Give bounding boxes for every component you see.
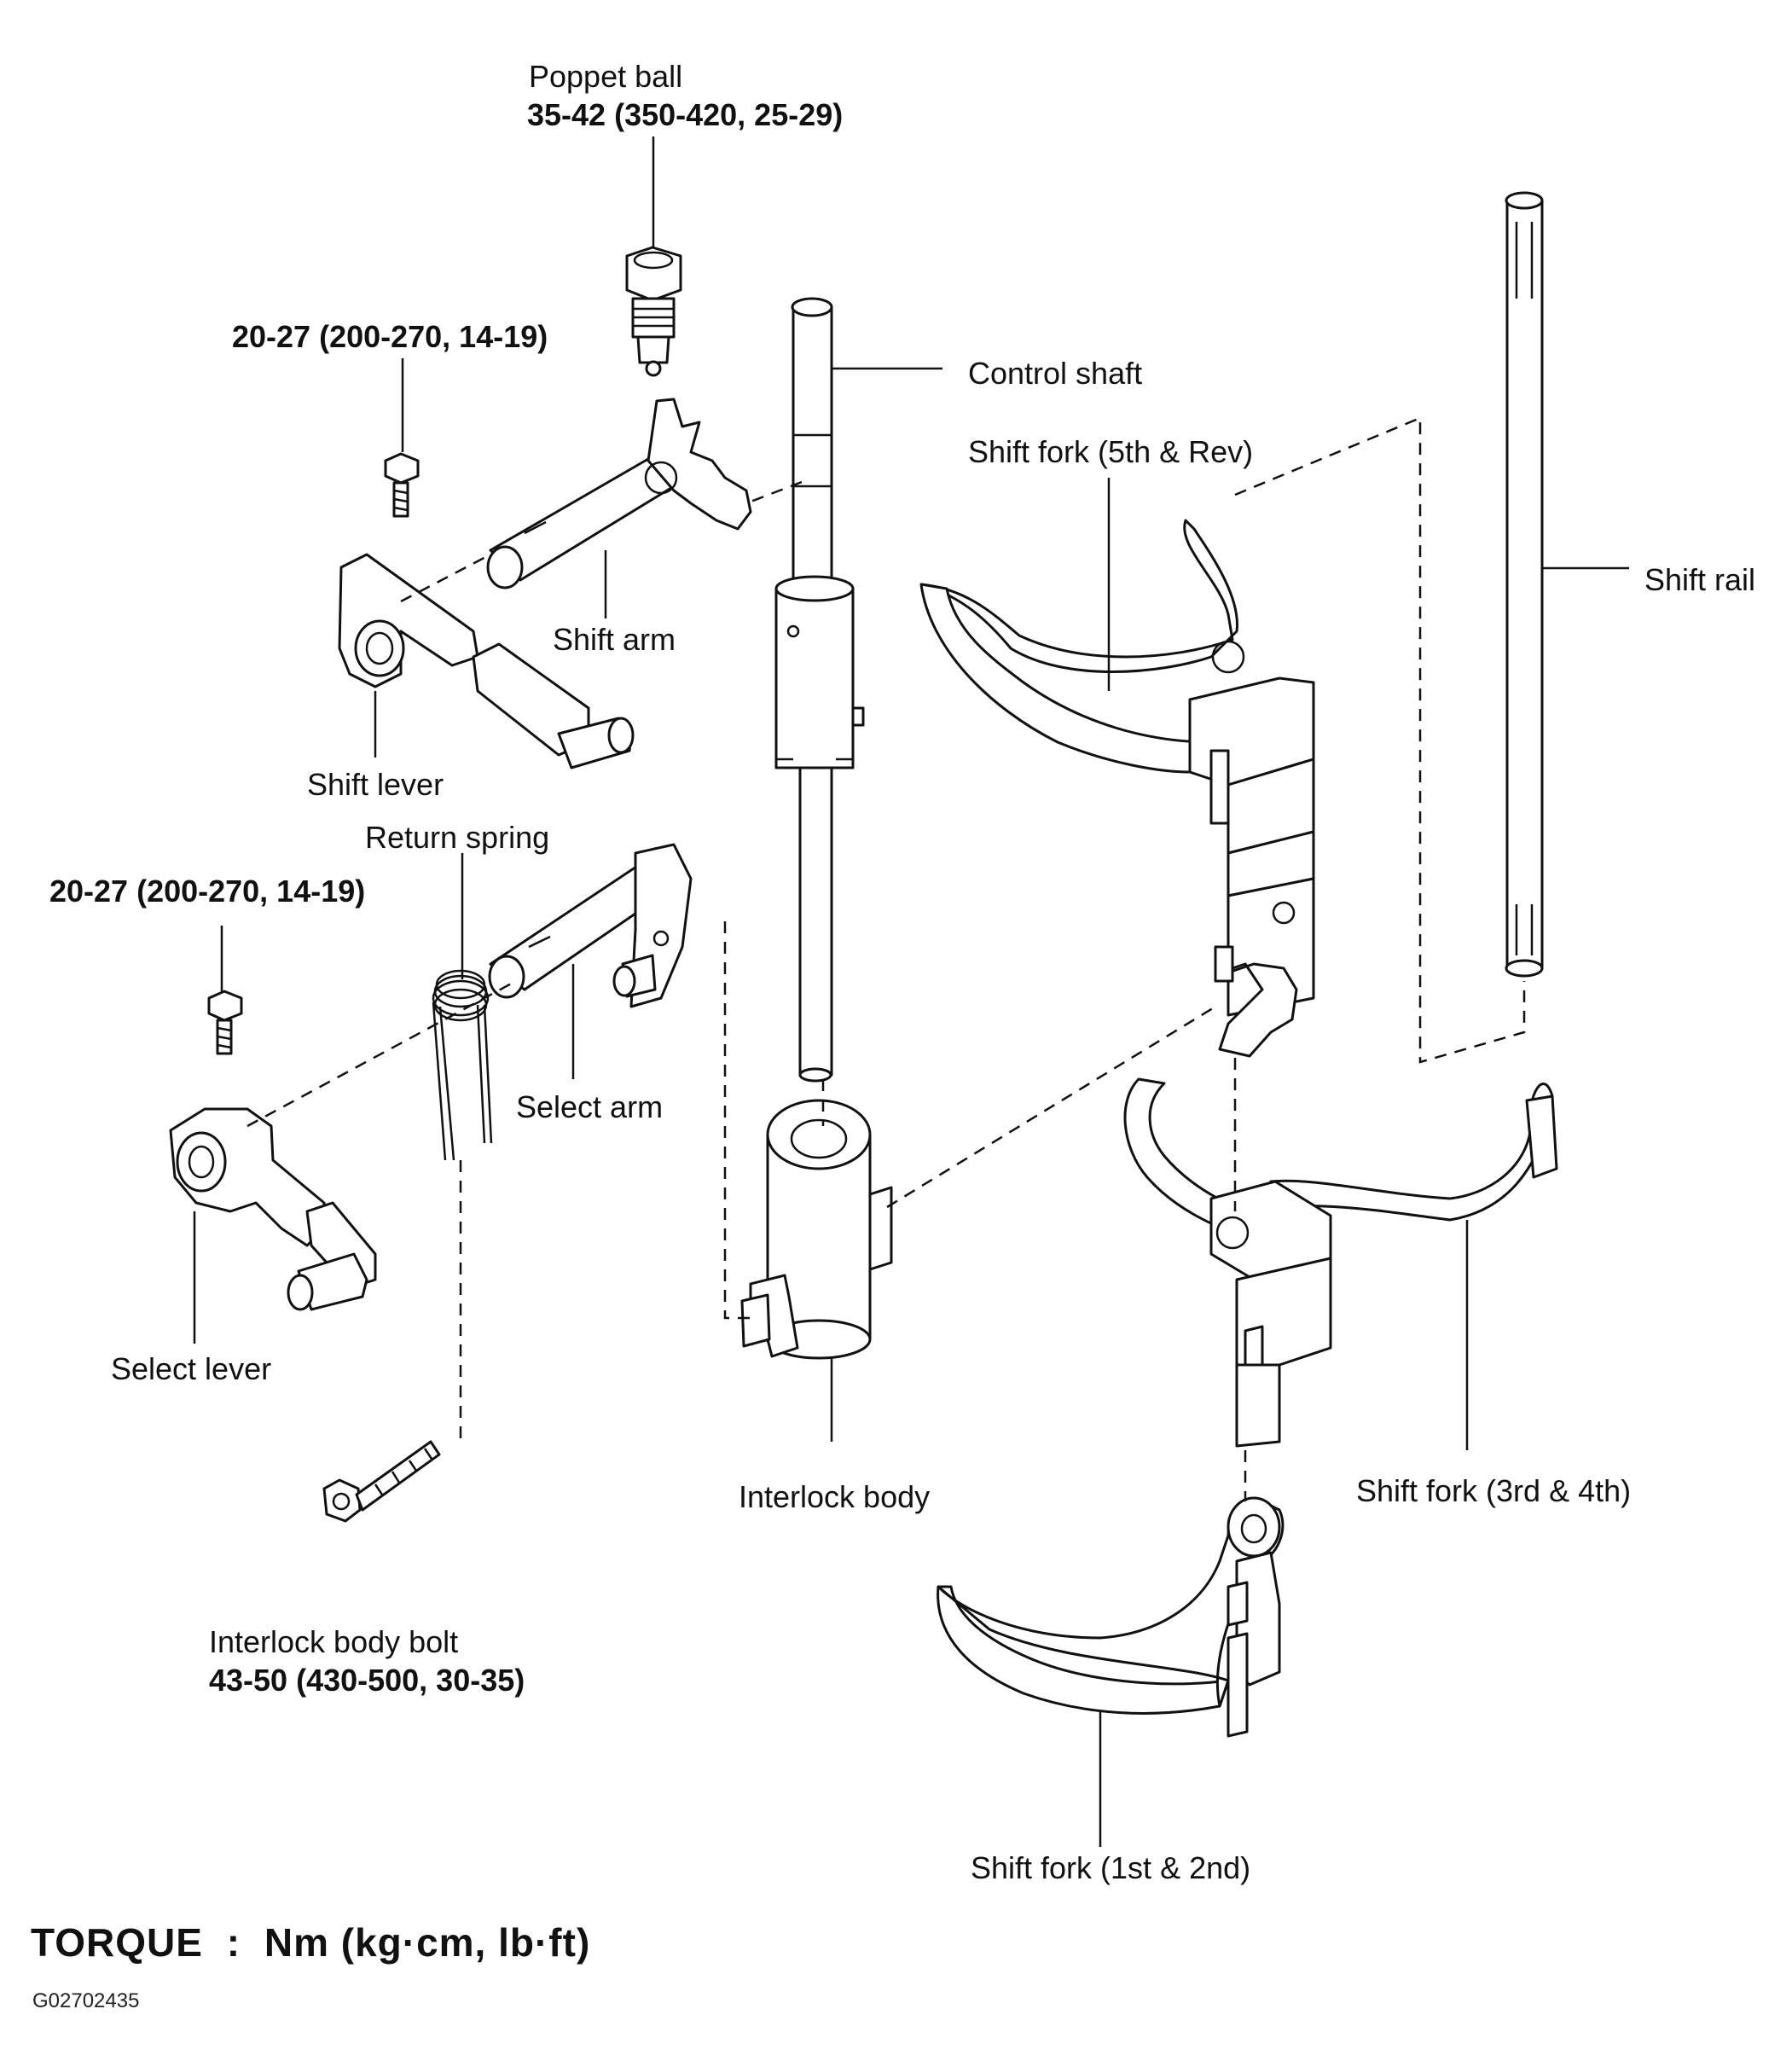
interlock-body-bolt-label: Interlock body bolt xyxy=(209,1624,459,1659)
shift-fork-5th-rev xyxy=(919,519,1315,1058)
shift-fork-5th-rev-label: Shift fork (5th & Rev) xyxy=(968,434,1254,469)
control-shaft-label: Control shaft xyxy=(968,356,1143,391)
shift-arm-bolt xyxy=(384,452,420,518)
shift-rail xyxy=(1505,191,1544,978)
select-lever-label: Select lever xyxy=(111,1351,272,1386)
leader-lines xyxy=(193,136,1629,1847)
control-shaft xyxy=(774,297,865,1083)
interlock-body-bolt-torque: 43-50 (430-500, 30-35) xyxy=(209,1663,525,1698)
return-spring-label: Return spring xyxy=(365,820,550,855)
shift-arm-bolt-torque: 20-27 (200-270, 14-19) xyxy=(232,319,548,354)
torque-units: Nm (kg·cm, lb·ft) xyxy=(264,1920,591,1965)
shift-lever-label: Shift lever xyxy=(307,767,444,802)
interlock-body-bolt xyxy=(322,1440,441,1523)
shift-arm-label: Shift arm xyxy=(553,622,676,657)
interlock-body-label: Interlock body xyxy=(739,1479,931,1514)
select-lever-bolt xyxy=(207,990,243,1055)
shift-fork-3rd-4th xyxy=(1123,1077,1558,1448)
torque-units-legend: TORQUE : Nm (kg·cm, lb·ft) xyxy=(31,1919,590,1965)
select-lever-bolt-torque: 20-27 (200-270, 14-19) xyxy=(49,874,366,909)
torque-word: TORQUE xyxy=(31,1920,203,1965)
select-arm xyxy=(488,843,693,1008)
figure-id: G02702435 xyxy=(32,1989,140,2012)
shift-fork-1st-2nd-label: Shift fork (1st & 2nd) xyxy=(971,1850,1251,1885)
assembly-guide-lines xyxy=(246,416,1526,1501)
shift-lever xyxy=(338,553,635,769)
select-lever xyxy=(169,1107,377,1311)
select-arm-label: Select arm xyxy=(516,1089,664,1124)
shift-fork-3rd-4th-label: Shift fork (3rd & 4th) xyxy=(1356,1473,1632,1508)
interlock-body xyxy=(740,1099,893,1360)
return-spring xyxy=(432,969,493,1161)
torque-separator: : xyxy=(226,1920,241,1965)
poppet-ball-label: Poppet ball xyxy=(529,59,683,94)
shift-arm xyxy=(486,398,752,589)
poppet-ball-torque: 35-42 (350-420, 25-29) xyxy=(527,97,844,132)
poppet-ball-plug xyxy=(625,246,682,377)
shift-rail-label: Shift rail xyxy=(1644,562,1756,597)
shift-fork-1st-2nd xyxy=(937,1496,1285,1738)
